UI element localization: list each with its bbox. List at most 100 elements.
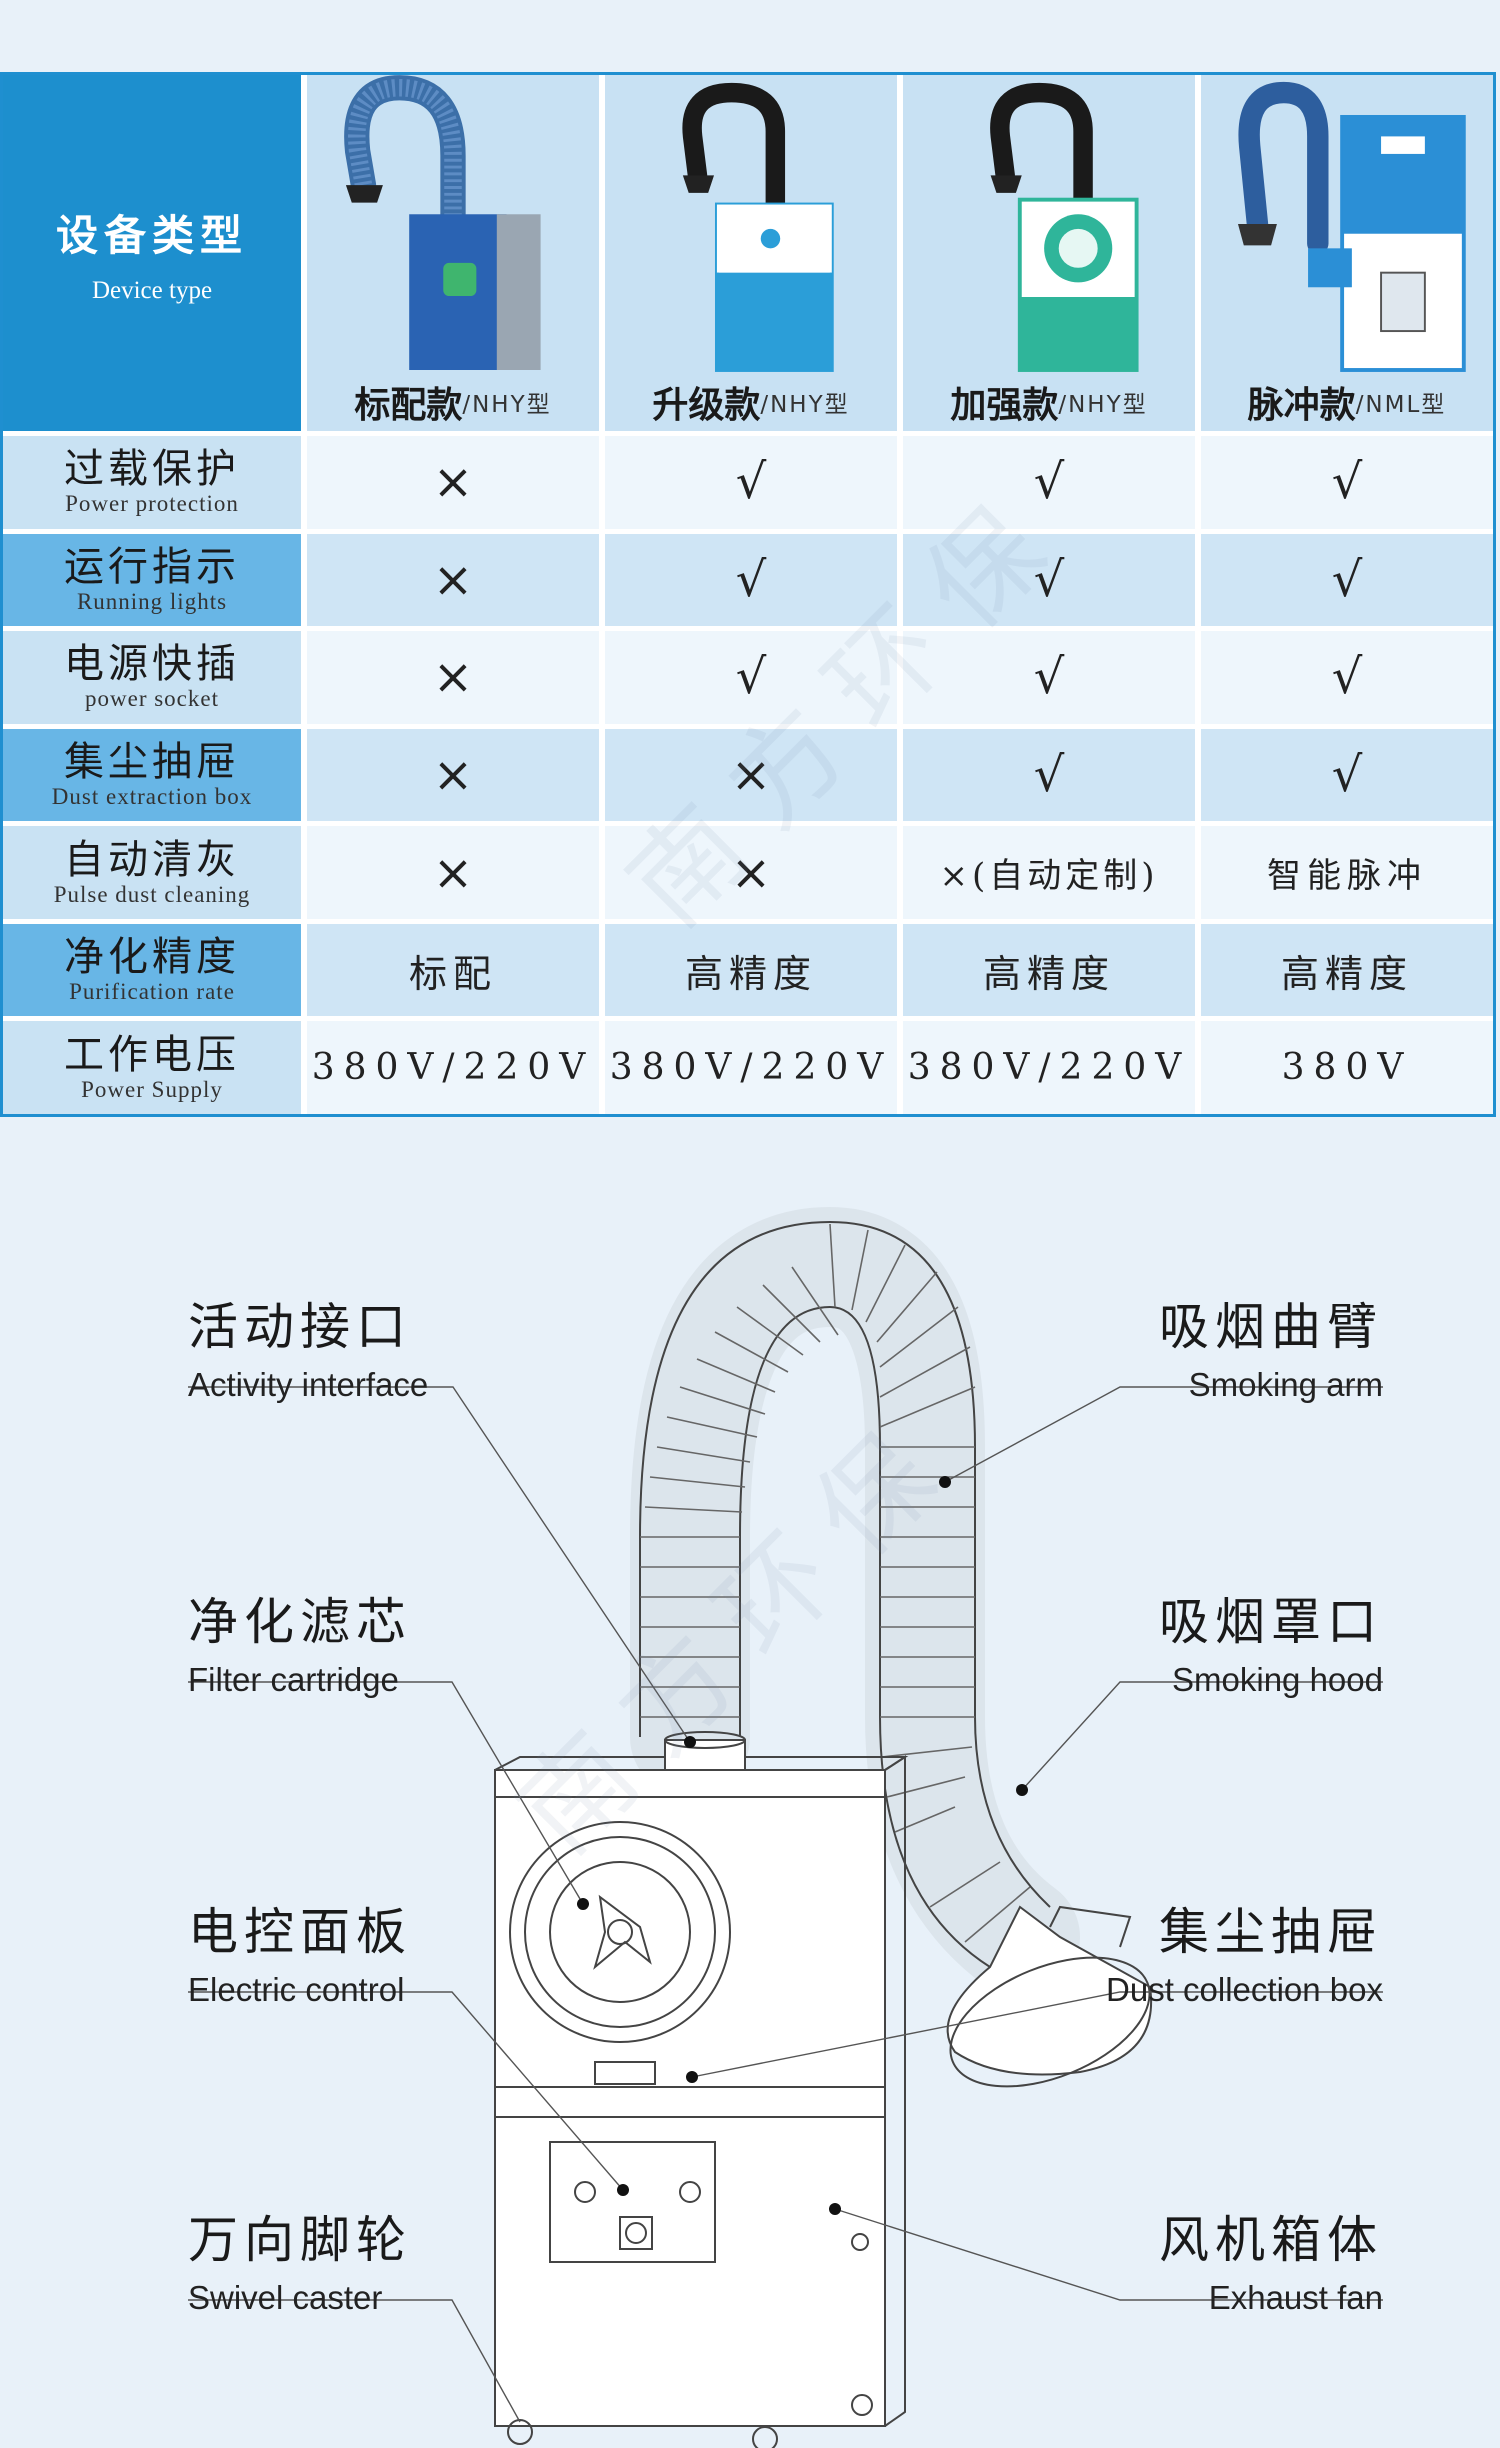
cell: 380V/220V: [903, 1021, 1195, 1114]
cell: √: [1201, 436, 1493, 529]
label-zh: 万向脚轮: [188, 2211, 412, 2269]
device-type-header: 设备类型 Device type: [3, 75, 301, 431]
model-enhanced: 加强款/NHY型: [903, 75, 1195, 431]
label-zh: 风机箱体: [1159, 2211, 1383, 2269]
label-exhaust-fan: 风机箱体 Exhaust fan: [1159, 2210, 1383, 2318]
model-name: 加强款: [950, 385, 1059, 426]
comparison-table: 设备类型 Device type 标配款/NHY型: [0, 72, 1496, 1117]
label-zh: 净化滤芯: [188, 1593, 412, 1651]
cell: 380V/220V: [307, 1021, 599, 1114]
label-smoking-arm: 吸烟曲臂 Smoking arm: [1159, 1297, 1383, 1405]
row-title-zh: 集尘抽屉: [64, 738, 240, 785]
cell: 380V: [1201, 1021, 1493, 1114]
model-standard: 标配款/NHY型: [307, 75, 599, 431]
cell: √: [903, 631, 1195, 724]
device-type-zh: 设备类型: [55, 210, 248, 260]
row-title-en: Power protection: [65, 491, 239, 517]
row-title-en: Pulse dust cleaning: [53, 881, 251, 907]
cell: ×: [307, 533, 599, 627]
label-en: Filter cartridge: [188, 1661, 399, 1698]
label-zh: 活动接口: [188, 1298, 412, 1356]
label-filter-cartridge: 净化滤芯 Filter cartridge: [188, 1592, 412, 1700]
label-zh: 集尘抽屉: [1159, 1903, 1383, 1961]
label-en: Smoking arm: [1188, 1366, 1383, 1403]
cell: √: [1201, 631, 1493, 724]
label-en: Dust collection box: [1106, 1971, 1383, 2008]
row-title-zh: 过载保护: [64, 446, 240, 493]
model-standard-label: 标配款/NHY型: [354, 373, 551, 431]
row-title-en: Dust extraction box: [51, 783, 253, 809]
model-name: 脉冲款: [1247, 385, 1356, 426]
model-pulse-image: [1201, 75, 1493, 373]
model-name: 标配款: [354, 385, 463, 426]
cell: ×: [307, 436, 599, 529]
row-title-en: power socket: [85, 686, 219, 712]
model-suffix: /NHY型: [1058, 392, 1148, 418]
cell: √: [605, 436, 897, 529]
label-zh: 吸烟曲臂: [1159, 1298, 1383, 1356]
label-en: Exhaust fan: [1208, 2279, 1383, 2316]
model-enhanced-label: 加强款/NHY型: [950, 373, 1147, 431]
label-electric-control: 电控面板 Electric control: [188, 1902, 412, 2010]
model-pulse-label: 脉冲款/NML型: [1248, 373, 1447, 431]
row-title-zh: 电源快插: [64, 641, 240, 688]
cell: ×: [307, 826, 599, 919]
cell: 380V/220V: [605, 1021, 897, 1114]
label-swivel-caster: 万向脚轮 Swivel caster: [188, 2210, 412, 2318]
cell: 智能脉冲: [1201, 826, 1493, 919]
label-activity-interface: 活动接口 Activity interface: [188, 1297, 428, 1405]
cell: √: [903, 533, 1195, 627]
row-title-zh: 自动清灰: [64, 836, 240, 883]
cell: √: [605, 533, 897, 627]
row-title-en: Power Supply: [81, 1076, 223, 1102]
model-enhanced-image: [903, 75, 1195, 373]
model-name: 升级款: [652, 385, 761, 426]
label-dust-collection-box: 集尘抽屉 Dust collection box: [1106, 1902, 1383, 2010]
model-suffix: /NHY型: [760, 392, 850, 418]
model-upgrade-label: 升级款/NHY型: [652, 373, 849, 431]
cell: √: [605, 631, 897, 724]
model-standard-image: [307, 75, 599, 373]
row-title-zh: 工作电压: [64, 1031, 240, 1078]
cell: ×: [605, 728, 897, 822]
label-en: Activity interface: [188, 1366, 429, 1403]
row-title-en: Purification rate: [69, 979, 235, 1005]
label-smoking-hood: 吸烟罩口 Smoking hood: [1159, 1592, 1383, 1700]
cell: 高精度: [605, 923, 897, 1017]
label-en: Smoking hood: [1172, 1661, 1383, 1698]
cell: 标配: [307, 923, 599, 1017]
model-upgrade-image: [605, 75, 897, 373]
device-type-en: Device type: [91, 276, 213, 304]
comparison-grid: 设备类型 Device type 标配款/NHY型: [3, 75, 1493, 1114]
label-en: Swivel caster: [188, 2279, 383, 2316]
cell: ×: [605, 826, 897, 919]
model-suffix: /NML型: [1355, 392, 1447, 418]
label-zh: 吸烟罩口: [1159, 1593, 1383, 1651]
cell: √: [1201, 533, 1493, 627]
diagram-drawing: [188, 1206, 1383, 2448]
cell: ×: [307, 728, 599, 822]
cell: ×: [307, 631, 599, 724]
row-title-zh: 运行指示: [64, 543, 240, 590]
product-diagram: 活动接口 Activity interface 净化滤芯 Filter cart…: [0, 1117, 1500, 2448]
label-zh: 电控面板: [188, 1903, 412, 1961]
cell: ×(自动定制): [903, 826, 1195, 919]
cell: √: [903, 728, 1195, 822]
label-en: Electric control: [188, 1971, 405, 2008]
cell: √: [903, 436, 1195, 529]
model-pulse: 脉冲款/NML型: [1201, 75, 1493, 431]
row-title-zh: 净化精度: [64, 934, 240, 981]
cell: 高精度: [1201, 923, 1493, 1017]
model-suffix: /NHY型: [462, 392, 552, 418]
cell: 高精度: [903, 923, 1195, 1017]
cell: √: [1201, 728, 1493, 822]
model-upgrade: 升级款/NHY型: [605, 75, 897, 431]
row-title-en: Running lights: [76, 588, 228, 614]
